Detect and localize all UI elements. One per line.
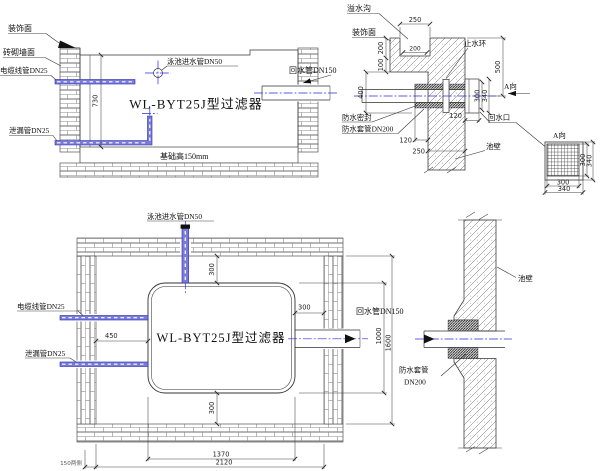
dim-1370: 1370: [213, 451, 230, 459]
inlet-pipe-plan: [181, 228, 189, 284]
grate-grid: [546, 143, 580, 177]
dim-500: 500: [494, 61, 502, 74]
plan-wall-top: [76, 237, 344, 257]
pool-wall-lower: [453, 358, 497, 449]
section-view: 730 装饰面 砖砌墙面 电缆线管DN25 泄漏管DN25 泳池进水管DN50 …: [0, 23, 338, 178]
label-waterproof-sleeve: 防水套管DN200: [342, 125, 394, 134]
waterproof-seal-top: [414, 83, 466, 90]
break-lines: [423, 166, 457, 174]
label-leak-pipe-plan: 泄漏管DN25: [25, 349, 66, 358]
label-foundation: 基础高150mm: [160, 151, 209, 161]
dim-grate-340b: 340: [558, 185, 571, 193]
label-filter-model-plan: WL-BYT25J型过滤器: [157, 331, 286, 345]
dim-340-port: 340: [481, 90, 489, 103]
label-sleeve-line2: DN200: [404, 378, 426, 387]
plan-wall-bottom: [76, 423, 344, 443]
leak-pipe-centerline: [142, 106, 158, 121]
label-pool-inlet-plan: 泳池进水管DN50: [147, 212, 202, 221]
label-leak-pipe: 泄漏管DN25: [9, 126, 50, 135]
dim-300-port: 300: [474, 90, 482, 103]
left-wall-bricks: [59, 47, 81, 153]
dim-250-top: 250: [409, 16, 422, 24]
label-view-a-arrow: A向: [504, 82, 517, 91]
dim-100: 100: [377, 59, 385, 72]
dim-120-right: 120: [449, 112, 462, 120]
plan-wall-left: [76, 255, 97, 425]
wall-section-view: 池壁 防水套管 DN200: [399, 211, 533, 455]
flow-arrow-2: [424, 334, 435, 344]
label-decor-face: 装饰面: [8, 23, 32, 33]
dim-200-notch: 200: [409, 46, 421, 53]
dim-2120: 2120: [216, 459, 233, 467]
label-overflow-gutter: 溢水沟: [347, 3, 371, 13]
flow-arrow: [345, 334, 356, 344]
detail-view: 250 200 200 100 400 500 300 340 120 120 …: [342, 3, 549, 174]
waterproof-seal-bottom: [414, 102, 466, 109]
pool-wall-upper: [453, 219, 497, 332]
label-pool-inlet: 泳池进水管DN50: [167, 57, 222, 66]
dim-400: 400: [357, 86, 365, 99]
decor-face-marker: [58, 40, 76, 48]
filter-body: [147, 282, 296, 394]
dim-200-left: 200: [377, 42, 385, 55]
inlet-pipe-cap: [180, 224, 190, 229]
plan-view: WL-BYT25J型过滤器 300 450 300 1000 1600 300 …: [17, 212, 404, 470]
label-filter-model: WL-BYT25J型过滤器: [129, 97, 263, 112]
label-sleeve-line1: 防水套管: [399, 366, 429, 375]
inlet-centerline: [145, 60, 171, 86]
dim-1000: 1000: [375, 328, 383, 345]
pool-wall-hatch: [389, 37, 466, 171]
return-pipe-plan: [295, 329, 360, 348]
dim-grate-300r: 300: [579, 154, 587, 167]
label-pool-wall: 池壁: [486, 142, 501, 151]
label-brick-wall: 砖砌墙面: [3, 47, 35, 57]
dim-120-left: 120: [399, 137, 412, 145]
dim-grate-340r: 340: [586, 155, 594, 168]
label-decor-face-2: 装饰面: [352, 27, 376, 37]
seal-top-2: [447, 319, 479, 332]
label-return-port: 回水口: [488, 113, 510, 122]
label-water-stop-ring: 止水环: [464, 39, 486, 48]
dim-300-right: 300: [298, 304, 311, 312]
label-return-pipe-plan: 回水管DN150: [356, 306, 404, 316]
dim-730: 730: [92, 95, 100, 108]
label-pool-wall-2: 池壁: [518, 274, 533, 283]
label-waterproof-seal: 防水密封: [342, 113, 372, 122]
dim-250-wall: 250: [412, 148, 425, 156]
label-return-pipe: 回水管DN150: [289, 65, 337, 75]
base-bricks: [59, 162, 319, 178]
dim-300-bottom: 300: [208, 402, 216, 415]
cable-conduit-pipe: [54, 79, 136, 85]
label-cable-conduit-plan: 电缆线管DN25: [17, 302, 65, 311]
dim-1600: 1600: [385, 335, 393, 352]
dim-450: 450: [105, 332, 118, 340]
label-view-a-title: A向: [553, 131, 566, 140]
dim-300-inlet: 300: [208, 263, 216, 276]
dim-grate-300b: 300: [557, 179, 570, 187]
break-lines-2: [458, 211, 502, 455]
label-cable-conduit: 电缆线管DN25: [0, 66, 48, 75]
grate-detail: A向 300 340 300 340: [542, 131, 596, 196]
leak-pipe: [54, 115, 153, 146]
dim-150-wall: 150两侧: [60, 459, 82, 467]
